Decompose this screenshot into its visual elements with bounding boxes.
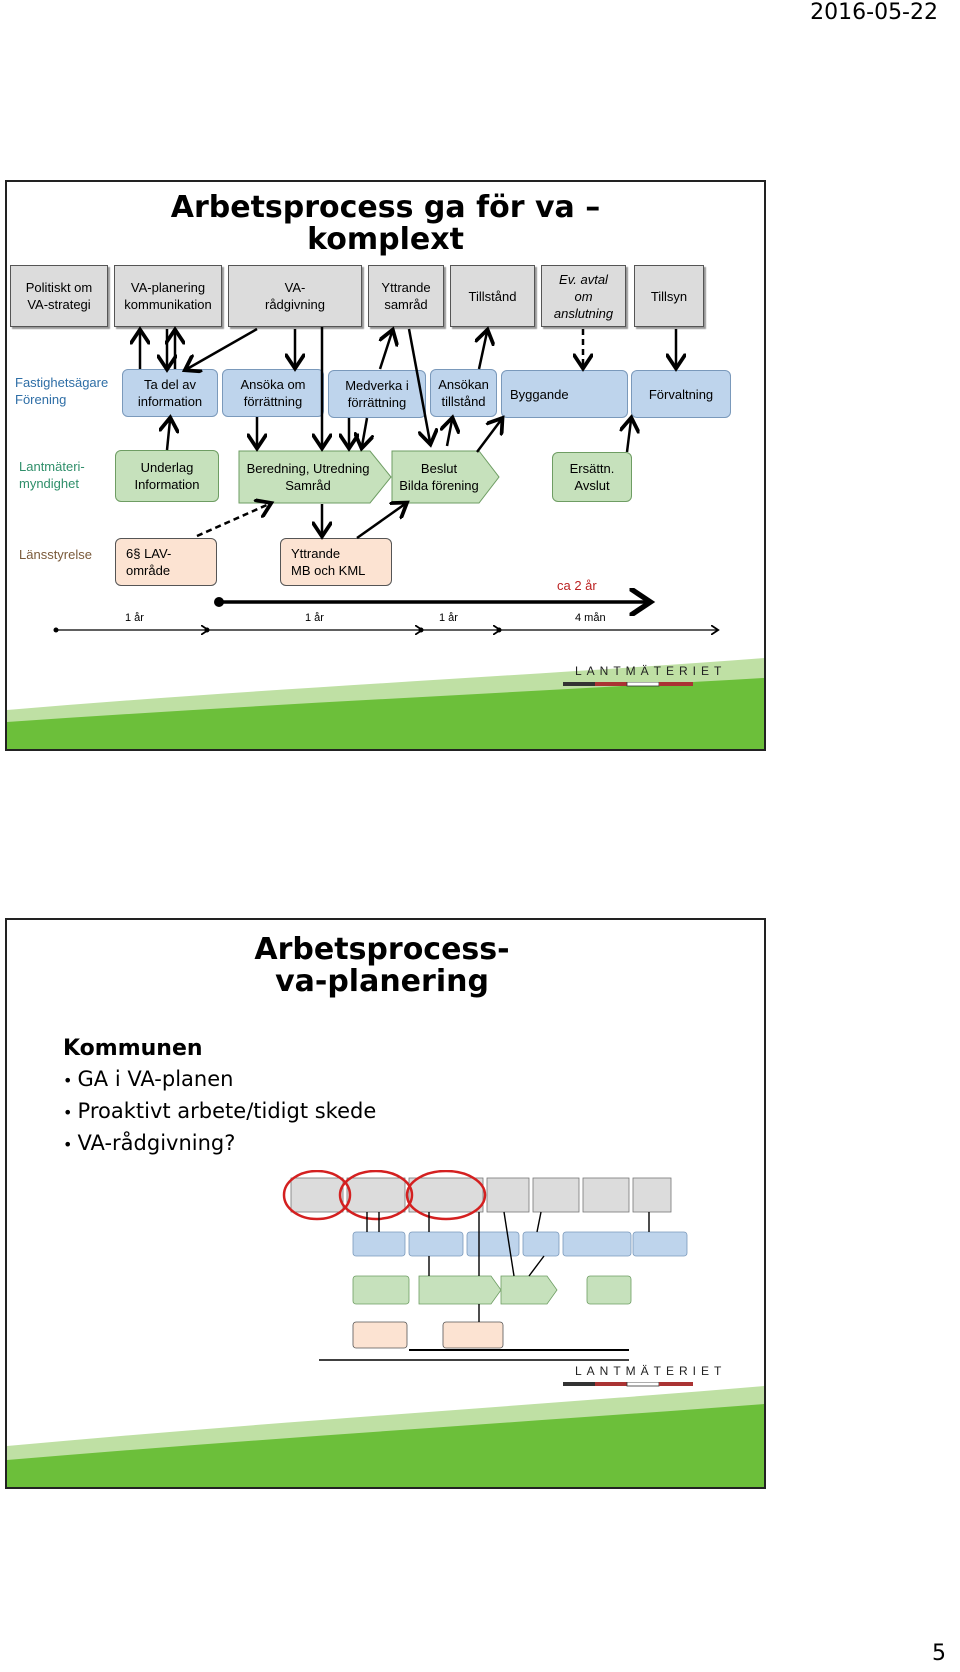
box-beslut-bilda-forening: Beslut Bilda förening (399, 461, 479, 493)
lantmateriet-logo: LANTMÄTERIET (575, 1364, 727, 1378)
document-date: 2016-05-22 (810, 0, 938, 25)
slide-title: Arbetsprocess- va-planering (254, 932, 510, 999)
process-arrows (53, 182, 764, 749)
box-byggande: Byggande (501, 370, 628, 418)
timeline-label: 1 år (125, 612, 144, 624)
label-lansstyrelse: Länsstyrelse (19, 547, 92, 562)
slide-va-planering: Arbetsprocess- va-planering Kommunen GA … (5, 918, 766, 1489)
box-tillsyn: Tillsyn (634, 265, 704, 327)
box-ansokan-tillstand: Ansökan tillstånd (430, 369, 497, 417)
logo-bar (563, 682, 693, 687)
logo-bar (563, 1382, 693, 1387)
bullet-item: GA i VA-planen (63, 1064, 376, 1096)
mini-diagram-shapes (282, 1170, 688, 1361)
bullet-item: VA-rådgivning? (63, 1128, 376, 1160)
mini-process-diagram (279, 1170, 759, 1385)
timeline-label: 4 mån (575, 612, 606, 624)
bullet-list: GA i VA-planen Proaktivt arbete/tidigt s… (63, 1064, 377, 1160)
box-6-lav-omrade: 6§ LAV- område (115, 538, 217, 586)
box-beredning-utredning: Beredning, Utredning Samråd (246, 461, 370, 493)
page-number: 5 (932, 1641, 946, 1666)
slide-komplext: Arbetsprocess ga för va – komplext Polit… (5, 180, 766, 751)
section-heading: Kommunen (63, 1036, 203, 1061)
box-yttrande-samrad: Yttrande samråd (368, 265, 444, 327)
green-band (7, 658, 764, 749)
box-avtal-anslutning: Ev. avtal om anslutning (541, 265, 626, 327)
label-fastighetsagare: Fastighetsägare Förening (15, 375, 109, 407)
box-yttrande-mb-kml: Yttrande MB och KML (280, 538, 392, 586)
lantmateriet-logo: LANTMÄTERIET (575, 664, 727, 678)
timeline-label: 1 år (305, 612, 324, 624)
box-tillstand: Tillstånd (450, 265, 535, 327)
bullet-item: Proaktivt arbete/tidigt skede (63, 1096, 377, 1128)
arrow-shape-beslut (391, 450, 500, 504)
box-ansoka-forrattning: Ansöka om förrättning (222, 369, 324, 417)
duration-note: ca 2 år (557, 578, 597, 593)
label-lantmateri: Lantmäteri- myndighet (19, 459, 85, 491)
box-va-radgivning: VA- rådgivning (228, 265, 362, 327)
box-ta-del-av-information: Ta del av information (122, 369, 218, 417)
box-medverka-forrattning: Medverka i förrättning (328, 370, 426, 418)
box-politiskt: Politiskt om VA-strategi (10, 265, 108, 327)
box-underlag-information: Underlag Information (115, 450, 219, 502)
green-band (7, 1386, 764, 1487)
slide-title: Arbetsprocess ga för va – komplext (170, 190, 601, 257)
timeline-label: 1 år (439, 612, 458, 624)
box-va-planering: VA-planering kommunikation (114, 265, 222, 327)
box-ersattn-avslut: Ersättn. Avslut (552, 452, 632, 502)
box-forvaltning: Förvaltning (631, 370, 731, 418)
